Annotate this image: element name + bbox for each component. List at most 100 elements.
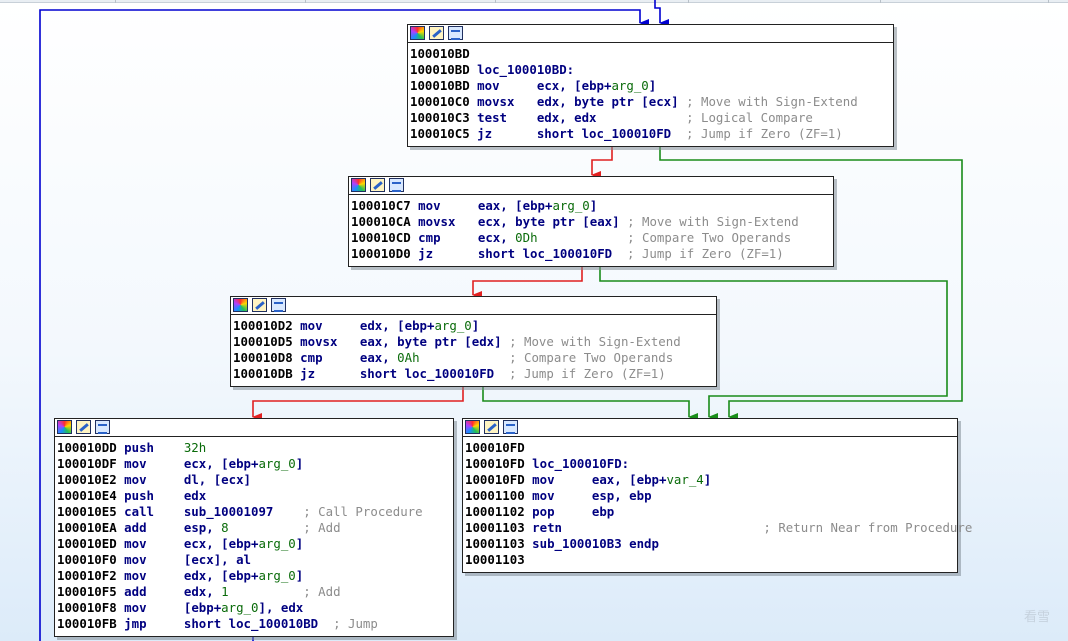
- code-operand: ]: [295, 568, 304, 583]
- code-line[interactable]: 100010F5 add edx, 1 ; Add: [57, 584, 451, 600]
- code-mnemonic: mov: [418, 198, 441, 213]
- code-line[interactable]: 100010F2 mov edx, [ebp+arg_0]: [57, 568, 451, 584]
- code-line[interactable]: 100010C0 movsx edx, byte ptr [ecx] ; Mov…: [410, 94, 891, 110]
- code-mnemonic: mov: [124, 536, 147, 551]
- code-operand: ecx,: [477, 230, 516, 245]
- code-address: 100010DF: [57, 456, 117, 471]
- code-line[interactable]: 10001102 pop ebp: [465, 504, 955, 520]
- code-immediate: 8: [221, 520, 229, 535]
- code-mnemonic: pop: [532, 504, 555, 519]
- code-comment: ; Jump: [333, 616, 378, 631]
- code-mnemonic: cmp: [300, 350, 323, 365]
- code-mnemonic: movsx: [300, 334, 338, 349]
- code-mnemonic: mov: [124, 456, 147, 471]
- code-line[interactable]: 100010E4 push edx: [57, 488, 451, 504]
- edit-node-icon[interactable]: [76, 420, 91, 434]
- edit-node-icon[interactable]: [484, 420, 499, 434]
- code-line[interactable]: 100010FD mov eax, [ebp+var_4]: [465, 472, 955, 488]
- edit-node-icon[interactable]: [370, 178, 385, 192]
- code-address: 100010FD: [465, 472, 525, 487]
- code-mnemonic: mov: [124, 600, 147, 615]
- code-line[interactable]: 100010C3 test edx, edx ; Logical Compare: [410, 110, 891, 126]
- code-variable: arg_0: [258, 536, 296, 551]
- code-line[interactable]: 100010C7 mov eax, [ebp+arg_0]: [351, 198, 831, 214]
- code-address: 100010D2: [233, 318, 293, 333]
- code-address: 100010DD: [57, 440, 117, 455]
- code-line[interactable]: 100010DB jz short loc_100010FD ; Jump if…: [233, 366, 714, 382]
- graph-overview-icon[interactable]: [57, 420, 72, 434]
- text-view-icon[interactable]: [448, 26, 463, 40]
- code-address: 100010FB: [57, 616, 117, 631]
- text-view-icon[interactable]: [503, 420, 518, 434]
- code-block-100010C7[interactable]: 100010C7 mov eax, [ebp+arg_0]100010CA mo…: [348, 176, 834, 267]
- code-line[interactable]: 100010EA add esp, 8 ; Add: [57, 520, 451, 536]
- text-view-icon[interactable]: [95, 420, 110, 434]
- code-line[interactable]: 100010DD push 32h: [57, 440, 451, 456]
- graph-overview-icon[interactable]: [465, 420, 480, 434]
- graph-overview-icon[interactable]: [351, 178, 366, 192]
- edge-true-1: [659, 146, 963, 421]
- code-comment: ; Compare Two Operands: [627, 230, 792, 245]
- code-line[interactable]: 100010C5 jz short loc_100010FD ; Jump if…: [410, 126, 891, 142]
- code-line[interactable]: 100010E5 call sub_10001097 ; Call Proced…: [57, 504, 451, 520]
- code-line[interactable]: 100010FB jmp short loc_100010BD ; Jump: [57, 616, 451, 632]
- code-address: 100010C0: [410, 94, 470, 109]
- code-line[interactable]: 100010FD loc_100010FD:: [465, 456, 955, 472]
- code-line[interactable]: 100010DF mov ecx, [ebp+arg_0]: [57, 456, 451, 472]
- code-line[interactable]: 100010D2 mov edx, [ebp+arg_0]: [233, 318, 714, 334]
- node-header: [349, 177, 833, 195]
- code-line[interactable]: 100010BD mov ecx, [ebp+arg_0]: [410, 78, 891, 94]
- code-line[interactable]: 10001100 mov esp, ebp: [465, 488, 955, 504]
- edge-false-2: [472, 266, 583, 299]
- code-line[interactable]: 100010D8 cmp eax, 0Ah ; Compare Two Oper…: [233, 350, 714, 366]
- code-operand: ]: [589, 198, 598, 213]
- code-block-100010D2[interactable]: 100010D2 mov edx, [ebp+arg_0]100010D5 mo…: [230, 296, 717, 387]
- node-code: 100010D2 mov edx, [ebp+arg_0]100010D5 mo…: [231, 315, 716, 385]
- graph-overview-icon[interactable]: [410, 26, 425, 40]
- code-comment: ; Jump if Zero (ZF=1): [509, 366, 666, 381]
- code-line[interactable]: 100010FD: [465, 440, 955, 456]
- code-mnemonic: push: [124, 488, 154, 503]
- code-operand: ecx, [ebp+: [536, 78, 612, 93]
- edit-node-icon[interactable]: [429, 26, 444, 40]
- code-line[interactable]: 100010F8 mov [ebp+arg_0], edx: [57, 600, 451, 616]
- code-mnemonic: mov: [532, 488, 555, 503]
- edit-node-icon[interactable]: [252, 298, 267, 312]
- code-line[interactable]: 100010CA movsx ecx, byte ptr [eax] ; Mov…: [351, 214, 831, 230]
- code-line[interactable]: 100010F0 mov [ecx], al: [57, 552, 451, 568]
- edge-true-2: [599, 266, 948, 421]
- code-line[interactable]: 10001103: [465, 552, 955, 568]
- code-variable: arg_0: [258, 456, 296, 471]
- code-line[interactable]: 100010BD loc_100010BD:: [410, 62, 891, 78]
- code-line[interactable]: 10001103 sub_100010B3 endp: [465, 536, 955, 552]
- code-line[interactable]: 10001103 retn ; Return Near from Procedu…: [465, 520, 972, 536]
- code-label: sub_100010B3 endp: [532, 536, 659, 551]
- code-operand: short loc_100010FD: [477, 246, 613, 261]
- code-address: 100010D5: [233, 334, 293, 349]
- code-line[interactable]: 100010BD: [410, 46, 891, 62]
- code-line[interactable]: 100010CD cmp ecx, 0Dh ; Compare Two Oper…: [351, 230, 831, 246]
- code-line[interactable]: 100010D5 movsx eax, byte ptr [edx] ; Mov…: [233, 334, 714, 350]
- code-line[interactable]: 100010E2 mov dl, [ecx]: [57, 472, 451, 488]
- code-line[interactable]: 100010D0 jz short loc_100010FD ; Jump if…: [351, 246, 831, 262]
- code-line[interactable]: 100010ED mov ecx, [ebp+arg_0]: [57, 536, 451, 552]
- code-mnemonic: movsx: [418, 214, 456, 229]
- code-mnemonic: cmp: [418, 230, 441, 245]
- code-operand: ]: [648, 78, 657, 93]
- graph-overview-icon[interactable]: [233, 298, 248, 312]
- text-view-icon[interactable]: [271, 298, 286, 312]
- code-variable: arg_0: [552, 198, 590, 213]
- code-address: 100010ED: [57, 536, 117, 551]
- code-mnemonic: push: [124, 440, 154, 455]
- node-header: [231, 297, 716, 315]
- code-address: 100010F0: [57, 552, 117, 567]
- code-operand: edx, [ebp+: [183, 568, 259, 583]
- code-operand: ]: [471, 318, 480, 333]
- code-operand: short loc_100010FD: [359, 366, 495, 381]
- code-operand: dl, [ecx]: [183, 472, 251, 487]
- text-view-icon[interactable]: [389, 178, 404, 192]
